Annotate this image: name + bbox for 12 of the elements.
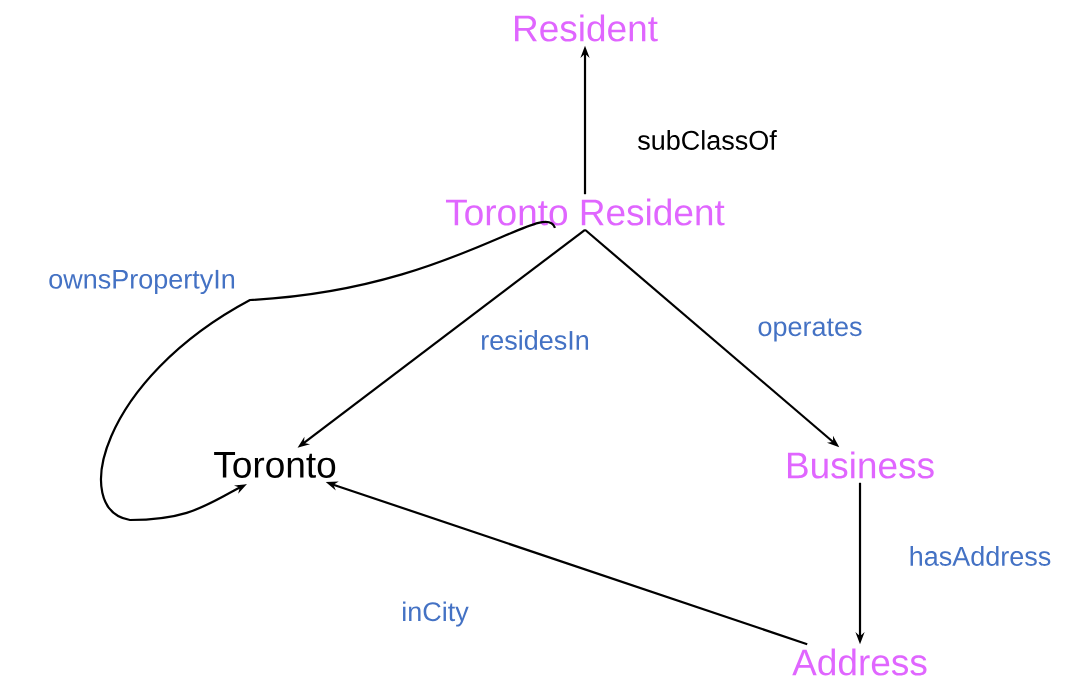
class-label: Resident <box>515 14 658 42</box>
class-label: Toronto <box>214 452 336 478</box>
class-label: Toronto Resident <box>446 198 725 226</box>
edge-label: subClassOf <box>638 130 777 150</box>
edge-label: hasAddress <box>910 546 1051 566</box>
class-label: Address <box>792 648 927 676</box>
class-label: Business <box>788 451 934 479</box>
edge-label: residesIn <box>482 330 588 350</box>
edge-label: ownsPropertyIn <box>49 269 235 295</box>
edge-label: operates <box>758 318 862 342</box>
edge-label: inCity <box>403 601 469 627</box>
arrow <box>100 221 556 522</box>
